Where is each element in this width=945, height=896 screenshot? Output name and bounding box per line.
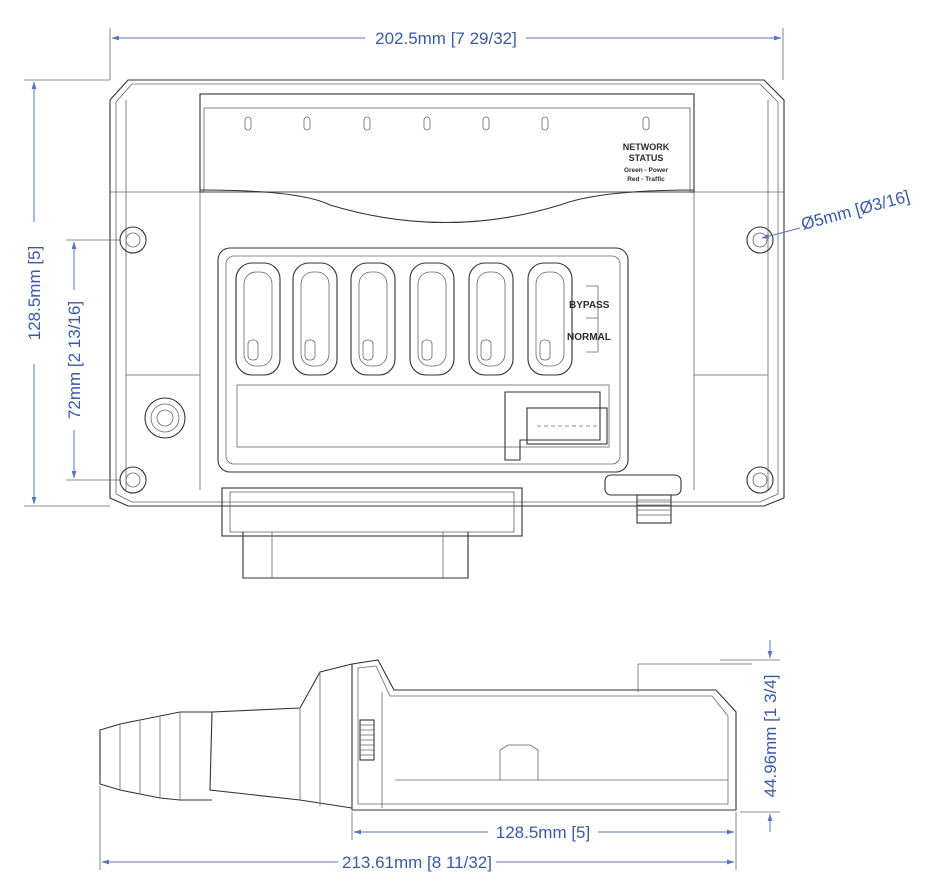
hole-diameter-dimension: Ø5mm [Ø3/16] bbox=[799, 187, 912, 234]
width-dimension: 202.5mm [7 29/32] bbox=[375, 29, 517, 48]
cable-gland-nut bbox=[144, 397, 186, 439]
legend-green: Green - Power bbox=[624, 167, 669, 174]
side-dimensions: 44.96mm [1 3/4] 128.5mm [5] 213.61mm [8 … bbox=[99, 640, 780, 872]
side-height-dimension: 44.96mm [1 3/4] bbox=[761, 675, 780, 798]
bypass-label: BYPASS bbox=[569, 300, 610, 311]
legend-red: Red - Traffic bbox=[627, 176, 665, 183]
hole-spacing-dimension: 72mm [2 13/16] bbox=[65, 301, 84, 419]
switch-bank bbox=[235, 262, 573, 376]
side-overall-length-dimension: 213.61mm [8 11/32] bbox=[342, 853, 492, 872]
normal-label: NORMAL bbox=[567, 332, 611, 343]
top-view: NETWORK STATUS Green - Power Red - Traff… bbox=[109, 28, 785, 579]
network-status-line1: NETWORK bbox=[623, 142, 670, 152]
side-body-length-dimension: 128.5mm [5] bbox=[496, 823, 591, 842]
status-leds bbox=[244, 116, 650, 131]
cable-gland bbox=[604, 474, 682, 524]
side-view bbox=[99, 659, 752, 811]
top-dimensions: 202.5mm [7 29/32] 128.5mm [5] 72mm [2 13… bbox=[24, 29, 912, 507]
height-dimension: 128.5mm [5] bbox=[25, 246, 44, 341]
network-status-line2: STATUS bbox=[629, 153, 664, 163]
bottom-connector bbox=[221, 487, 523, 579]
